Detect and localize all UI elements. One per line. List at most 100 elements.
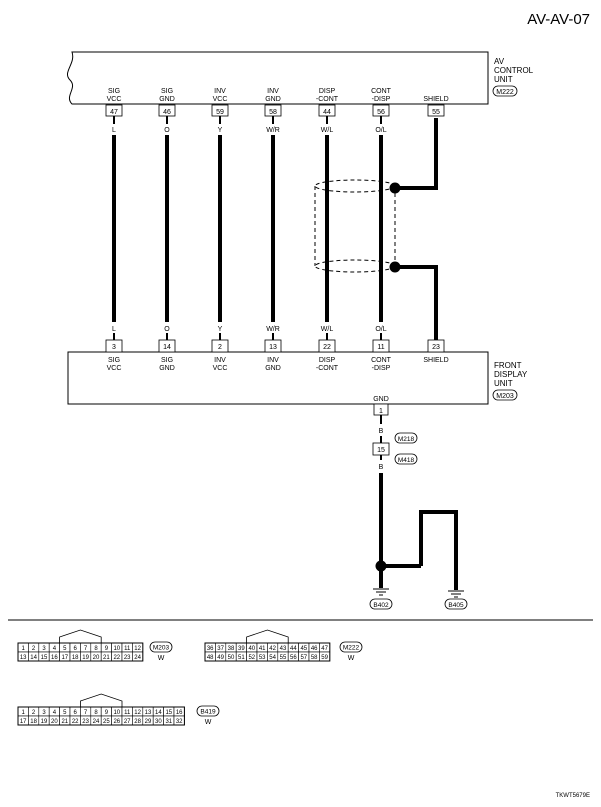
svg-text:GND: GND (265, 365, 281, 372)
svg-text:B: B (379, 544, 384, 551)
svg-text:56: 56 (377, 109, 385, 116)
svg-text:22: 22 (323, 344, 331, 351)
svg-text:59: 59 (321, 655, 328, 661)
svg-text:CONT: CONT (371, 357, 392, 364)
svg-text:18: 18 (72, 655, 79, 661)
svg-text:M418: M418 (398, 457, 415, 464)
svg-text:44: 44 (290, 646, 297, 652)
connector-color-code: W (158, 655, 165, 662)
wire-color-top: W/L (321, 127, 334, 134)
ground-symbol-b405 (448, 590, 464, 598)
front-display-unit-label: FRONT DISPLAY UNIT (494, 361, 528, 388)
svg-text:14: 14 (30, 655, 37, 661)
svg-text:40: 40 (248, 646, 255, 652)
svg-text:6: 6 (74, 646, 78, 652)
svg-text:1: 1 (22, 646, 26, 652)
svg-text:24: 24 (134, 655, 141, 661)
svg-text:16: 16 (176, 710, 183, 716)
wire-color-top: L (112, 127, 116, 134)
svg-text:-CONT: -CONT (316, 365, 339, 372)
ground-tag-b402: B402 (369, 598, 393, 610)
svg-text:15: 15 (165, 710, 172, 716)
svg-text:5: 5 (63, 710, 67, 716)
shield-drain-wires (389, 118, 438, 340)
svg-text:11: 11 (377, 344, 384, 351)
svg-text:47: 47 (110, 109, 118, 116)
svg-text:VCC: VCC (213, 96, 228, 103)
svg-text:23: 23 (432, 344, 440, 351)
svg-text:53: 53 (259, 655, 266, 661)
svg-text:45: 45 (300, 646, 307, 652)
svg-text:UNIT: UNIT (494, 379, 513, 388)
svg-text:-DISP: -DISP (372, 96, 391, 103)
svg-text:SHIELD: SHIELD (423, 357, 448, 364)
svg-text:13: 13 (269, 344, 277, 351)
av-control-unit-box (67, 51, 489, 105)
svg-text:22: 22 (113, 655, 120, 661)
svg-text:DISPLAY: DISPLAY (494, 370, 528, 379)
joint-connector: 15 M218 M418 B (372, 432, 418, 471)
svg-text:15: 15 (41, 655, 48, 661)
wire-color-top: Y (218, 127, 223, 134)
wire-color-top: W/R (266, 127, 280, 134)
svg-text:VCC: VCC (107, 365, 122, 372)
svg-text:43: 43 (280, 646, 287, 652)
figure-code: TKWT5679E (556, 793, 590, 799)
svg-text:57: 57 (300, 655, 307, 661)
svg-text:50: 50 (228, 655, 235, 661)
svg-text:25: 25 (103, 719, 110, 725)
svg-text:26: 26 (113, 719, 120, 725)
wire-color-bottom: L (112, 326, 116, 333)
svg-text:23: 23 (82, 719, 89, 725)
svg-text:B419: B419 (200, 709, 216, 716)
svg-text:14: 14 (163, 344, 171, 351)
svg-text:12: 12 (134, 646, 141, 652)
svg-text:DISP: DISP (319, 88, 336, 95)
av-unit-pins: SIGVCC47LSIGGND46OINVVCC59YINVGND58W/RDI… (105, 88, 449, 134)
svg-text:9: 9 (105, 646, 109, 652)
svg-text:UNIT: UNIT (494, 75, 513, 84)
ground-wiring: B B B (375, 473, 459, 590)
svg-text:44: 44 (323, 109, 331, 116)
wires (112, 116, 383, 340)
svg-text:24: 24 (93, 719, 100, 725)
svg-text:20: 20 (51, 719, 58, 725)
wire-color-bottom: O/L (375, 326, 386, 333)
svg-text:GND: GND (159, 365, 175, 372)
svg-text:19: 19 (82, 655, 89, 661)
connector-color-code: W (348, 655, 355, 662)
front-display-unit-box (67, 351, 489, 405)
svg-text:2: 2 (32, 710, 36, 716)
svg-text:49: 49 (217, 655, 224, 661)
svg-text:21: 21 (61, 719, 68, 725)
svg-text:39: 39 (238, 646, 245, 652)
svg-text:15: 15 (377, 447, 385, 454)
svg-text:M222: M222 (496, 89, 514, 96)
joint-wire-color: B (379, 464, 384, 471)
svg-text:INV: INV (267, 357, 279, 364)
front-unit-gnd-pin: GND 1 B (373, 396, 389, 435)
wire-color-bottom: Y (218, 326, 223, 333)
wire-color-bottom: W/R (266, 326, 280, 333)
svg-text:51: 51 (238, 655, 245, 661)
svg-text:M222: M222 (343, 645, 360, 652)
svg-text:2: 2 (218, 344, 222, 351)
svg-text:59: 59 (216, 109, 224, 116)
av-control-unit-label: AV CONTROL UNIT (494, 57, 534, 84)
ground-symbol-b402 (373, 588, 389, 596)
